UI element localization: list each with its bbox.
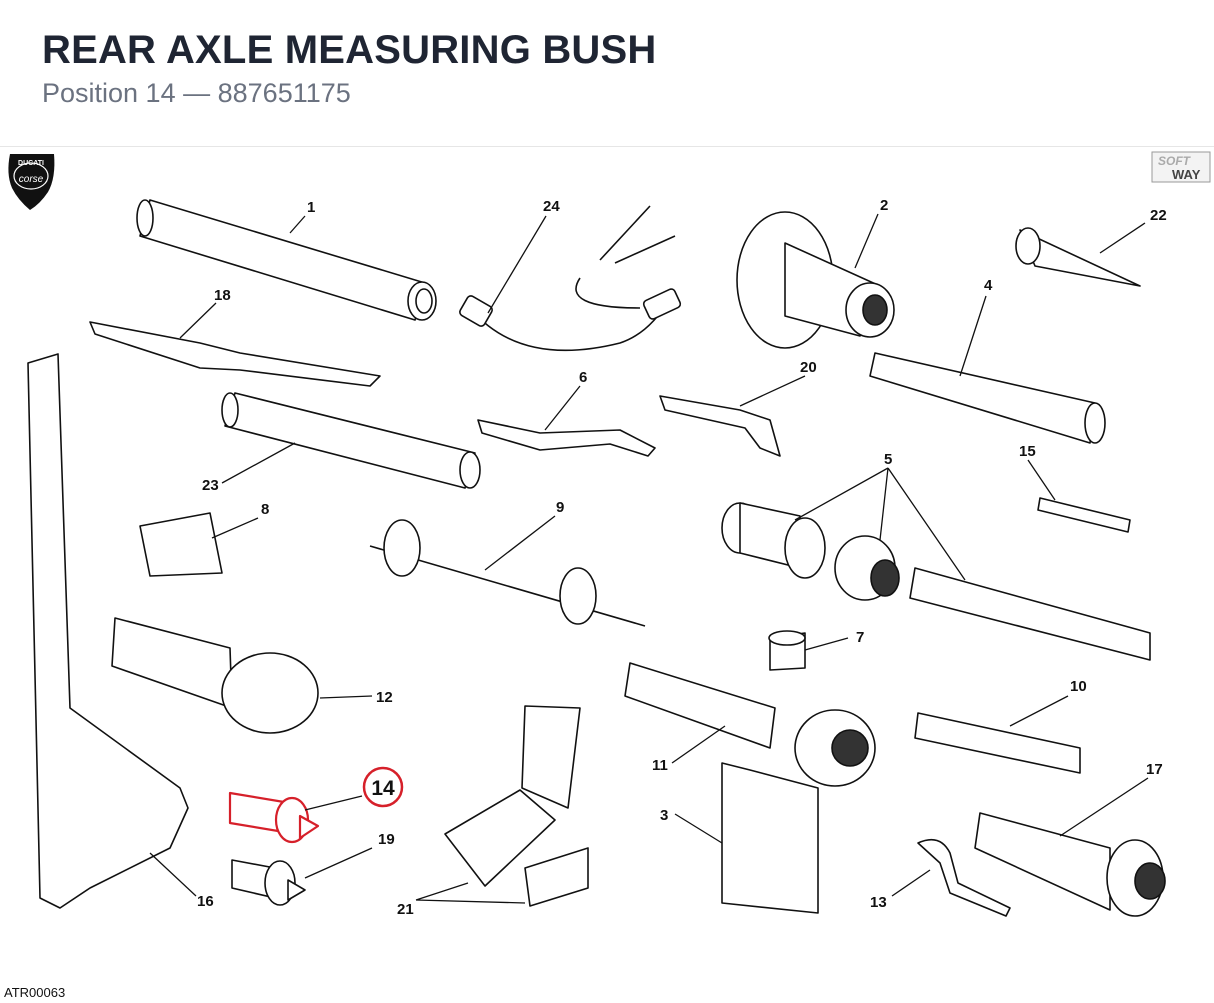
callout-15: 15 xyxy=(1019,443,1036,460)
part-14-bush xyxy=(228,791,320,844)
separator: — xyxy=(183,78,211,108)
callout-20: 20 xyxy=(800,359,817,376)
callout-18: 18 xyxy=(214,287,231,304)
svg-text:DUCATI: DUCATI xyxy=(18,160,44,167)
exploded-tool-diagram: DUCATI corse SOFT WAY xyxy=(8,151,1211,918)
callout-11: 11 xyxy=(652,757,668,774)
drawing-code: ATR00063 xyxy=(4,985,66,1000)
part-number: 887651175 xyxy=(217,78,351,108)
callout-3: 3 xyxy=(660,807,668,824)
callout-14: 14 xyxy=(371,777,395,800)
svg-text:SOFT: SOFT xyxy=(1158,154,1192,168)
svg-text:WAY: WAY xyxy=(1172,167,1201,182)
callout-24: 24 xyxy=(543,198,560,215)
callouts: 1 2 3 4 5 6 7 8 9 10 11 12 13 15 16 17 1… xyxy=(197,197,1167,918)
callout-23: 23 xyxy=(202,477,219,494)
callout-7: 7 xyxy=(856,629,864,646)
callout-13: 13 xyxy=(870,894,887,911)
callout-17: 17 xyxy=(1146,761,1163,778)
position-label: Position 14 xyxy=(42,78,176,108)
callout-2: 2 xyxy=(880,197,888,214)
page-title: REAR AXLE MEASURING BUSH xyxy=(42,28,657,72)
callout-5: 5 xyxy=(884,451,892,468)
callout-8: 8 xyxy=(261,501,269,518)
header: REAR AXLE MEASURING BUSH Position 14 — 8… xyxy=(0,0,1214,147)
ducati-corse-shield-logo: DUCATI corse xyxy=(8,154,55,210)
page-subtitle: Position 14 — 887651175 xyxy=(42,78,351,109)
callout-21: 21 xyxy=(397,901,414,918)
softway-logo: SOFT WAY xyxy=(1151,151,1211,183)
callout-22: 22 xyxy=(1150,207,1167,224)
svg-text:corse: corse xyxy=(19,174,44,185)
highlighted-callout-14: 14 xyxy=(362,766,404,808)
callout-6: 6 xyxy=(579,369,587,386)
callout-12: 12 xyxy=(376,689,393,706)
callout-10: 10 xyxy=(1070,678,1087,695)
callout-4: 4 xyxy=(984,277,993,294)
callout-19: 19 xyxy=(378,831,395,848)
callout-1: 1 xyxy=(307,199,315,216)
callout-16: 16 xyxy=(197,893,214,910)
callout-9: 9 xyxy=(556,499,564,516)
